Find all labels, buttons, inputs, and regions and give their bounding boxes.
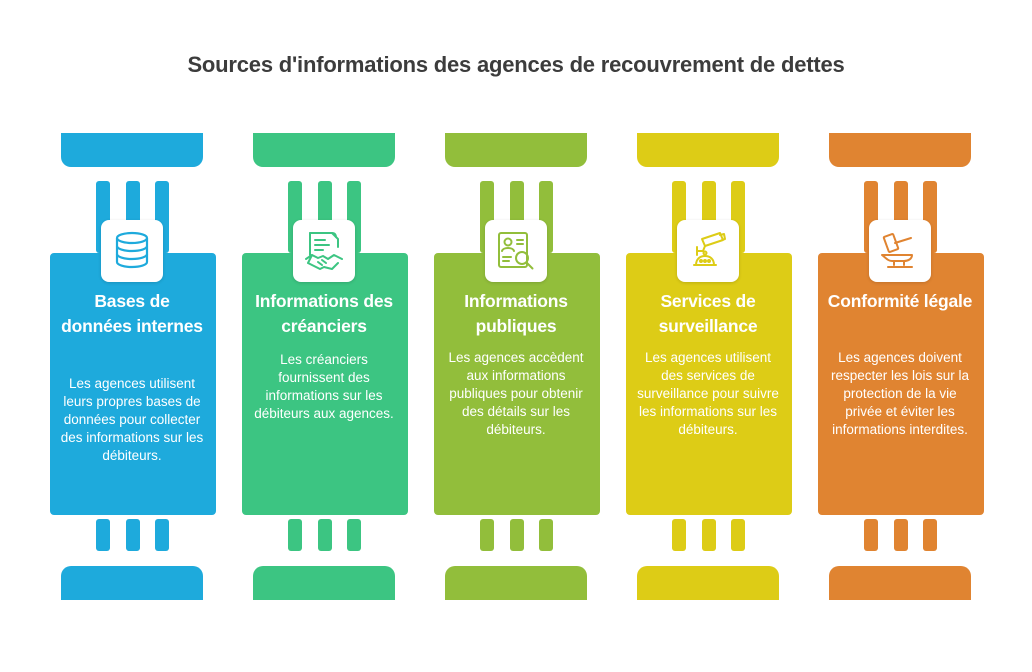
pillar-title: Bases de données internes <box>61 291 203 336</box>
pillar-column-bar <box>864 519 878 551</box>
pillar-description: Les agences utilisent leurs propres base… <box>60 376 204 463</box>
pillar-body <box>242 253 408 515</box>
pillar-top-cap <box>829 133 971 167</box>
profile-search-icon <box>485 220 547 282</box>
pillar-public-information: Informations publiques Les agences accèd… <box>433 0 601 672</box>
pillar-column-bar <box>288 519 302 551</box>
pillar-title: Informations des créanciers <box>255 291 393 336</box>
pillar-top-cap <box>637 133 779 167</box>
pillar-description: Les agences doivent respecter les lois s… <box>830 350 970 437</box>
pillar-top-cap <box>253 133 395 167</box>
pillar-description: Les agences accèdent aux informations pu… <box>448 350 584 437</box>
pillar-title: Services de surveillance <box>658 291 758 336</box>
pillar-column-bar <box>672 519 686 551</box>
pillar-body <box>50 253 216 515</box>
pillar-column-bar <box>318 519 332 551</box>
pillar-top-cap <box>445 133 587 167</box>
pillar-column-bar <box>510 519 524 551</box>
surveillance-camera-icon <box>677 220 739 282</box>
pillar-column-bar <box>894 519 908 551</box>
pillar-bottom-cap <box>445 566 587 600</box>
pillar-description: Les créanciers fournissent des informati… <box>254 352 394 421</box>
pillar-surveillance-services: Services de surveillance Les agences uti… <box>625 0 793 672</box>
diagram-title: Sources d'informations des agences de re… <box>187 52 845 77</box>
pillar-column-bar <box>155 519 169 551</box>
pillar-internal-databases: Bases de données internes Les agences ut… <box>49 0 217 672</box>
pillar-bottom-cap <box>253 566 395 600</box>
pillar-bottom-cap <box>61 566 203 600</box>
gavel-anvil-icon <box>869 220 931 282</box>
pillar-column-bar <box>923 519 937 551</box>
pillar-title: Informations publiques <box>464 291 568 336</box>
pillar-column-bar <box>96 519 110 551</box>
pillar-legal-compliance: Conformité légale Les agences doivent re… <box>817 0 985 672</box>
pillar-column-bar <box>731 519 745 551</box>
pillar-bottom-cap <box>829 566 971 600</box>
pillar-column-bar <box>480 519 494 551</box>
pillar-creditor-information: Informations des créanciers Les créancie… <box>241 0 409 672</box>
pillar-title: Conformité légale <box>827 291 973 311</box>
database-icon <box>101 220 163 282</box>
pillar-description: Les agences utilisent des services de su… <box>637 350 779 437</box>
pillar-top-cap <box>61 133 203 167</box>
pillar-column-bar <box>126 519 140 551</box>
pillar-column-bar <box>539 519 553 551</box>
pillar-column-bar <box>347 519 361 551</box>
handshake-document-icon <box>293 220 355 282</box>
pillar-column-bar <box>702 519 716 551</box>
pillar-body <box>434 253 600 515</box>
pillar-body <box>818 253 984 515</box>
pillar-bottom-cap <box>637 566 779 600</box>
pillar-body <box>626 253 792 515</box>
